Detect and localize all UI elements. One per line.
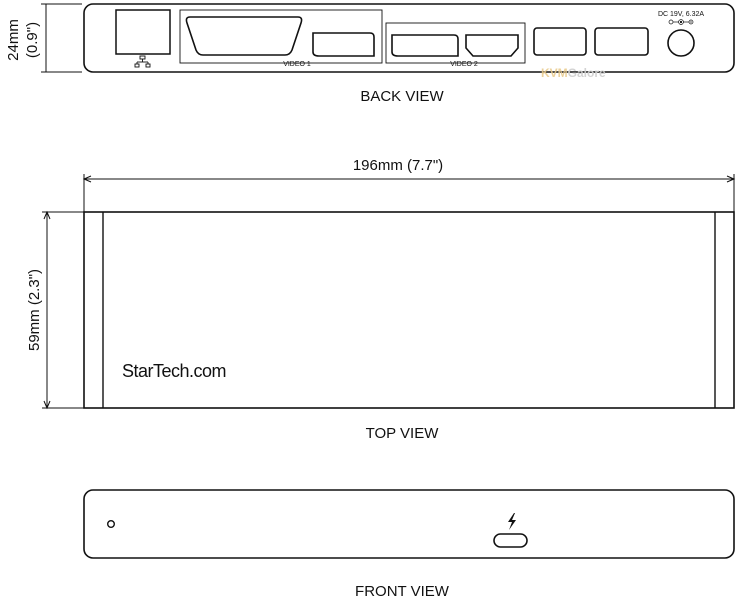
front-view: FRONT VIEW: [83, 489, 735, 600]
top-view-caption: TOP VIEW: [366, 425, 440, 442]
depth-dimension: [42, 210, 84, 410]
usb-port-1: [533, 27, 587, 56]
ethernet-port: [115, 9, 171, 55]
height-in-label: (0.9"): [24, 22, 41, 58]
displayport-1: [312, 32, 375, 57]
displayport-2: [391, 34, 459, 57]
front-view-caption: FRONT VIEW: [355, 583, 450, 600]
network-icon: [134, 55, 151, 68]
hdmi-port: [465, 34, 519, 57]
video2-label: VIDEO 2: [450, 61, 478, 68]
dc-power-port: [667, 29, 695, 57]
video1-group-frame: [179, 9, 383, 64]
usb-port-2: [594, 27, 649, 56]
top-view: 196mm (7.7") 59mm (2.3") StarTech.com TO…: [26, 157, 736, 442]
watermark: KVMGalore: [541, 66, 606, 80]
back-view-caption: BACK VIEW: [360, 88, 444, 105]
video2-group-frame: [385, 22, 526, 64]
polarity-icon: [668, 19, 694, 25]
width-label: 196mm (7.7"): [353, 157, 443, 174]
video1-label: VIDEO 1: [283, 61, 311, 68]
vga-port: [185, 16, 303, 56]
width-dimension: [82, 174, 736, 212]
height-dimension: [41, 3, 82, 73]
thunderbolt-port: [493, 533, 528, 548]
dc-power-label: DC 19V, 6.32A: [658, 11, 704, 18]
thunderbolt-icon: [508, 513, 516, 530]
front-panel: [83, 489, 735, 559]
height-mm-label: 24mm: [5, 19, 22, 61]
brand-logo: StarTech.com: [122, 361, 226, 381]
power-led: [106, 520, 115, 529]
top-panel: [83, 211, 735, 409]
depth-label: 59mm (2.3"): [26, 269, 43, 351]
back-view: 24mm (0.9") VIDEO 1 VIDEO 2 DC 19V, 6.3: [5, 3, 735, 105]
